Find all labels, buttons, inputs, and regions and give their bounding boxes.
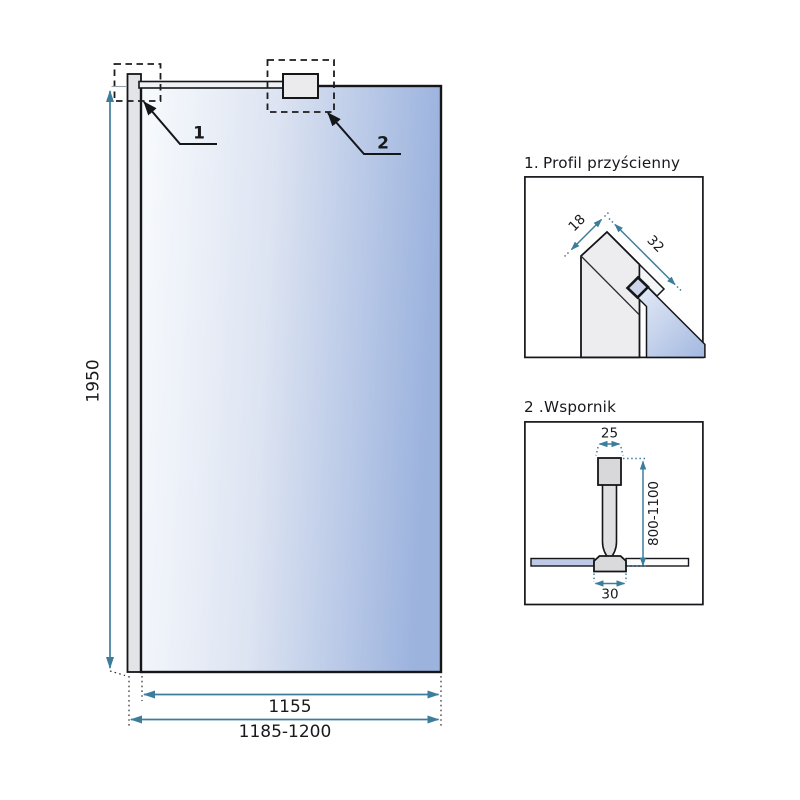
dim-18-line — [570, 218, 603, 251]
dim-height-value: 1950 — [84, 359, 104, 402]
dim-25: 25 — [595, 426, 624, 456]
dim-800-1100: 800-1100 — [623, 457, 662, 567]
detail-2-title: Wspornik — [544, 398, 616, 416]
dim-25-ticks — [595, 446, 624, 456]
dim-glass-width: 1155 — [143, 690, 440, 717]
dim-18-ticks — [563, 211, 610, 258]
callout-2: 2 — [327, 112, 401, 155]
callout-2-label: 2 — [377, 134, 389, 154]
dim-glass-width-value: 1155 — [268, 697, 311, 717]
glass-panel — [139, 84, 443, 674]
dim-30-value: 30 — [601, 587, 618, 603]
detail-marker-2 — [266, 59, 335, 113]
bracket — [282, 73, 319, 99]
bracket-cap — [597, 457, 622, 486]
callout-1-leader — [143, 101, 217, 145]
detail-1-panel: 1. Profil przyścienny 18 32 — [524, 154, 706, 359]
wall-profile — [126, 73, 142, 673]
callout-2-leader — [327, 112, 401, 155]
detail-2-number: 2 . — [524, 398, 544, 416]
dim-total-width: 1185-1200 — [130, 715, 440, 742]
bar-right-section — [625, 557, 690, 567]
dim-height-1950: 1950 — [84, 85, 127, 677]
dim-32-line — [614, 223, 676, 286]
detail-1-number: 1. — [524, 154, 539, 172]
dim-30: 30 — [593, 573, 627, 603]
detail-marker-1 — [113, 63, 162, 102]
dim-800-1100-ticks — [623, 457, 647, 567]
detail-2-panel: 2 . Wspornik 25 800-1100 — [524, 398, 704, 606]
dim-800-1100-value: 800-1100 — [646, 481, 662, 546]
main-elevation: 1 2 1950 1155 — [84, 59, 443, 742]
dim-25-value: 25 — [601, 426, 618, 442]
profile-plate-edge — [580, 255, 640, 315]
bracket-stem — [601, 483, 618, 561]
dim-30-ticks — [593, 573, 627, 582]
detail-1-title: Profil przyścienny — [543, 154, 680, 172]
bar-left-section — [530, 557, 595, 567]
dim-height-bottom-tick — [109, 670, 126, 677]
dim-total-width-value: 1185-1200 — [239, 722, 332, 742]
callout-1: 1 — [143, 101, 217, 145]
dim-32-ticks — [608, 217, 682, 292]
callout-1-label: 1 — [193, 124, 205, 144]
bracket-clamp — [593, 555, 627, 573]
